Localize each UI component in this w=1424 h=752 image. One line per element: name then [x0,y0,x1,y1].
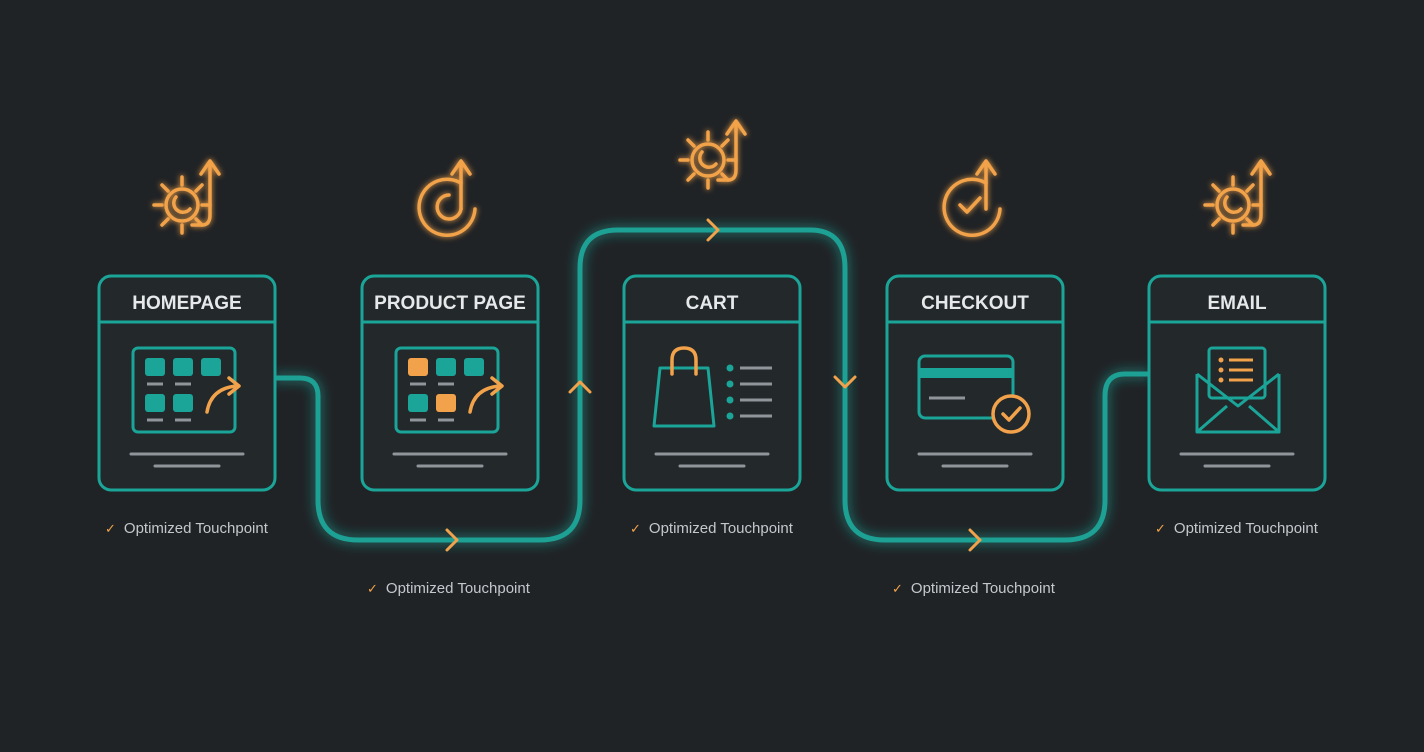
envelope-icon [1195,346,1281,434]
chevron-down-icon [833,375,857,389]
chevron-right-icon [445,528,459,552]
caption-text: Optimized Touchpoint [910,580,1055,597]
stage-cards: HOMEPAGE PRODUCT PAGE [97,274,1327,492]
stage-title: PRODUCT PAGE [374,293,526,314]
stage-card-homepage[interactable]: HOMEPAGE [97,274,277,492]
connector-arrows [445,218,982,552]
item-list-icon [726,364,772,420]
check-arrow-icon [942,159,1002,237]
stage-title: HOMEPAGE [132,293,241,314]
gear-arrow-icon [1203,159,1272,235]
grid-share-icon [394,346,504,434]
check-icon: ✓ [105,521,116,536]
check-icon: ✓ [1155,521,1166,536]
stage-title: CHECKOUT [921,293,1029,314]
caption-text: Optimized Touchpoint [385,580,530,597]
gear-arrow-icon [152,159,221,235]
grid-share-icon [131,346,241,434]
stage-card-email[interactable]: EMAIL [1147,274,1327,492]
shopping-bag-icon [652,346,716,428]
chevron-right-icon [968,528,982,552]
stage-card-checkout[interactable]: CHECKOUT [885,274,1065,492]
check-icon: ✓ [892,581,903,596]
caption-homepage: ✓ Optimized Touchpoint [105,519,268,539]
caption-email: ✓ Optimized Touchpoint [1155,519,1318,539]
stage-card-product-page[interactable]: PRODUCT PAGE [360,274,540,492]
caption-checkout: ✓ Optimized Touchpoint [892,579,1055,599]
check-icon: ✓ [630,521,641,536]
stage-title: EMAIL [1207,293,1267,314]
refresh-arrow-icon [417,159,477,237]
chevron-up-icon [568,380,592,394]
caption-text: Optimized Touchpoint [1173,520,1318,537]
journey-connector [273,227,1151,543]
stage-card-cart[interactable]: CART [622,274,802,492]
check-icon: ✓ [367,581,378,596]
stage-title: CART [686,293,739,314]
stage-badges [152,119,1272,237]
connector-line [273,227,1151,543]
caption-text: Optimized Touchpoint [123,520,268,537]
caption-cart: ✓ Optimized Touchpoint [630,519,793,539]
gear-arrow-icon [678,119,747,190]
caption-product-page: ✓ Optimized Touchpoint [367,579,530,599]
caption-text: Optimized Touchpoint [648,520,793,537]
credit-card-icon [917,354,1031,434]
chevron-right-icon [706,218,720,242]
